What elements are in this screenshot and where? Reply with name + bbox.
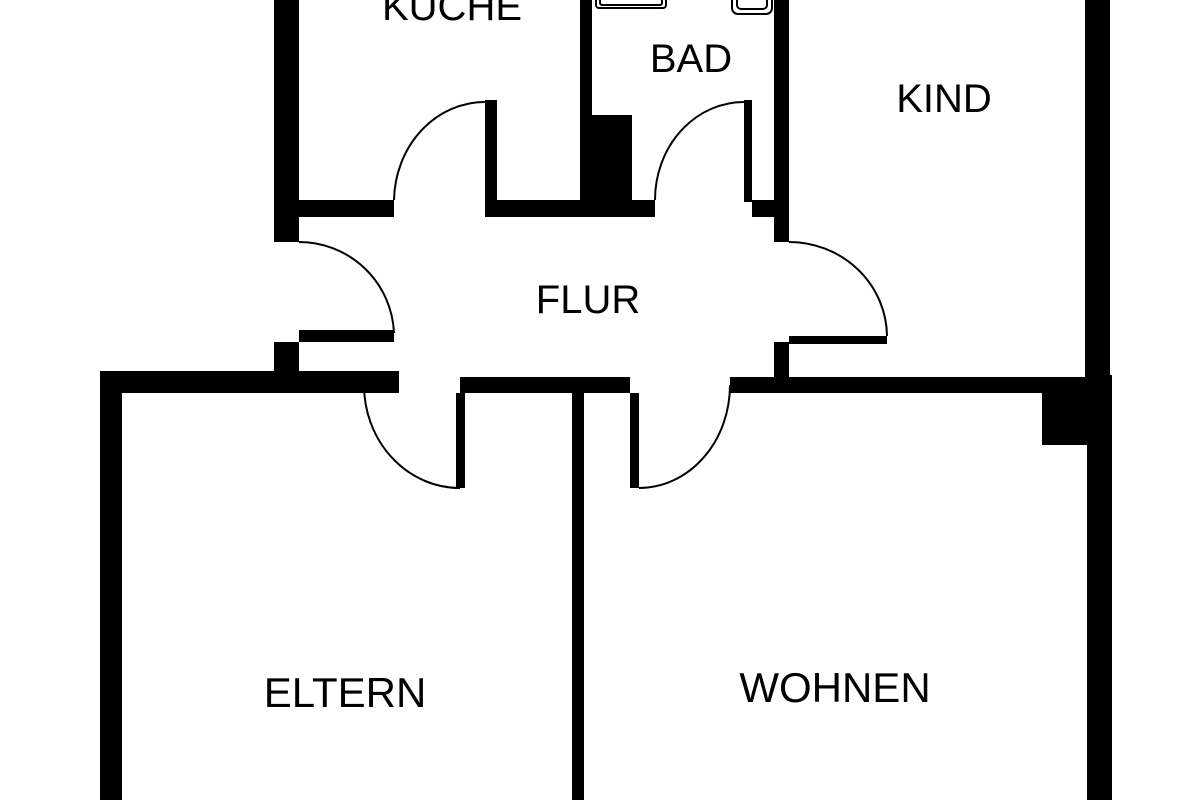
entrance-door-swing [298, 240, 395, 334]
bad-fixtures [595, 0, 773, 15]
bad-shaft [592, 115, 632, 217]
eltern-left-outer-wall [100, 371, 122, 800]
room-label-kueche: KÜCHE [382, 0, 522, 29]
bad-door-swing [654, 101, 745, 201]
bad-kind-partition [774, 0, 789, 242]
eltern-top-wall-inner [299, 377, 364, 393]
right-outer-wall-upper [1085, 0, 1110, 385]
room-label-kind: KIND [896, 77, 992, 121]
kueche-bad-partition [580, 0, 592, 217]
kind-door-sill [789, 336, 887, 344]
bathtub-inner-icon [599, 0, 663, 6]
flur-bottom-wall-middle [460, 377, 630, 393]
eltern-wohnen-partition [572, 393, 584, 800]
kueche-door-jamb [485, 100, 497, 217]
wohnen-top-wall [730, 377, 1087, 393]
flur-door-sill-left [299, 330, 394, 342]
kueche-door-swing [393, 101, 486, 201]
kueche-bottom-wall-left [274, 200, 394, 217]
room-label-bad: BAD [650, 37, 732, 81]
kind-door-swing [788, 241, 888, 337]
door-swings [298, 101, 888, 489]
walls [100, 0, 1112, 800]
wohnen-door-swing [638, 384, 731, 489]
kind-left-wall-stub [774, 342, 789, 382]
washbasin-icon [731, 0, 773, 15]
wohnen-door-jamb [630, 393, 639, 488]
eltern-door-jamb [456, 393, 465, 488]
wohnen-corner-block [1042, 385, 1087, 445]
bad-door-jamb [744, 100, 752, 202]
room-label-flur: FLUR [536, 278, 640, 322]
washbasin-inner-icon [736, 0, 768, 10]
room-label-wohnen: WOHNEN [739, 664, 930, 711]
right-outer-wall-lower [1087, 375, 1112, 800]
room-label-eltern: ELTERN [264, 669, 427, 716]
bathtub-icon [595, 0, 667, 9]
eltern-door-swing [363, 384, 461, 489]
